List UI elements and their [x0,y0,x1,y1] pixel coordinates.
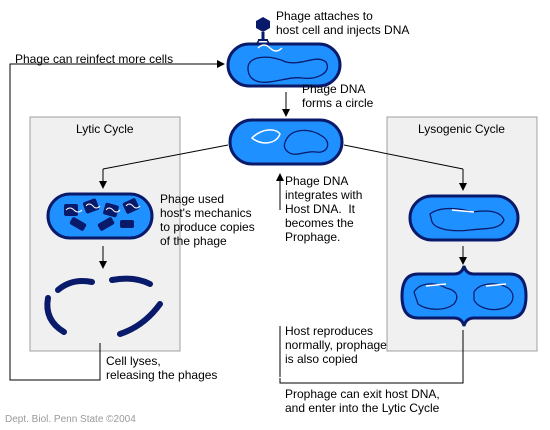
flow-arrows [9,60,467,384]
circular-dna-cell [228,118,344,166]
lysed-cell-fragments [44,275,163,337]
reinfect-loop-arrow [9,60,225,381]
reinfect-label: Phage can reinfect more cells [15,52,174,66]
dividing-cell [400,265,528,327]
phage-used-label: Phage used host's mechanics to produce c… [160,192,255,248]
prophage-cell [408,194,520,242]
phage-attachment-cell [226,42,342,88]
dna-circle-label: Phage DNA forms a circle [302,82,374,110]
phage-attaches-label: Phage attaches to host cell and injects … [276,9,410,37]
cell-lyses-label: Cell lyses, releasing the phages [106,354,218,382]
circle-to-lysogenic-arrow [343,144,464,170]
phage-icon [255,17,271,46]
circle-to-lytic-arrow [102,144,229,170]
credit-footer: Dept. Biol. Penn State ©2004 [5,414,136,425]
phage-replication-cell [46,192,154,240]
lysogenic-cycle-title: Lysogenic Cycle [418,122,505,136]
host-reproduces-label: Host reproduces normally, prophage is al… [285,324,387,366]
integrates-label: Phage DNA integrates with Host DNA. It b… [285,174,363,244]
lytic-cycle-title: Lytic Cycle [76,122,134,136]
prophage-exit-label: Prophage can exit host DNA, and enter in… [285,387,440,415]
prophage-exit-loop [279,330,464,384]
